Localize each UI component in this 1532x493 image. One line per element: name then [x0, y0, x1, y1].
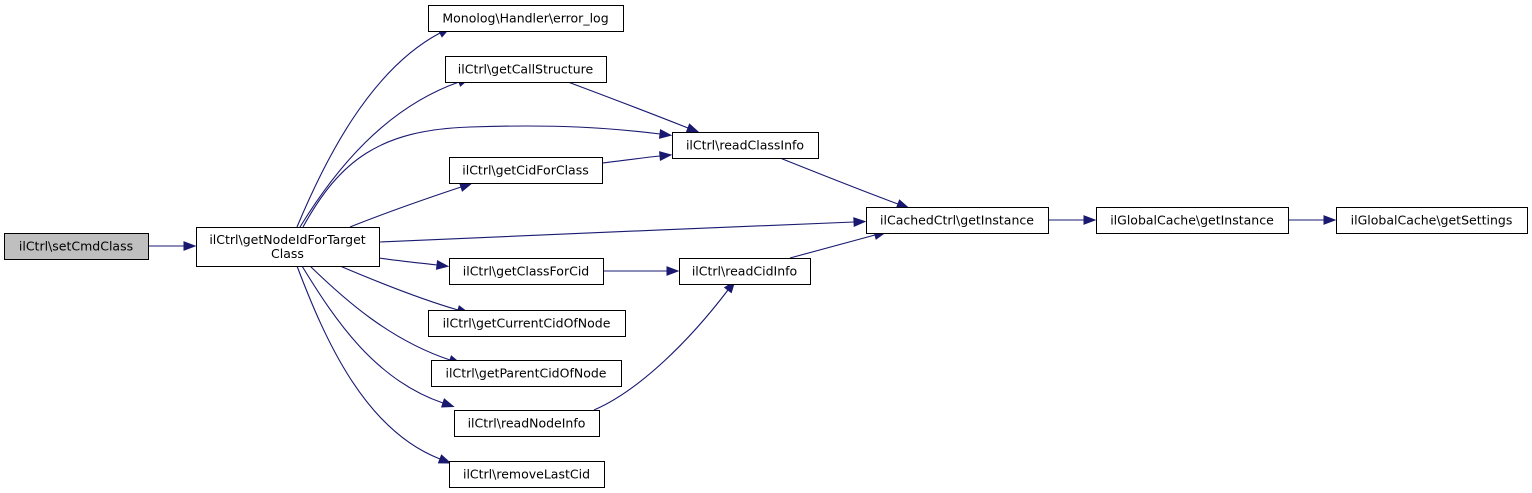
edge-getNodeIdForTargetClass-to-removeLastCid — [296, 265, 452, 464]
node-globalGetInstance[interactable]: ilGlobalCache\getInstance — [1096, 207, 1289, 234]
edge-getNodeIdForTargetClass-to-readClassInfo — [302, 125, 673, 228]
edge-line — [601, 155, 661, 164]
node-getClassForCid[interactable]: ilCtrl\getClassForCid — [449, 258, 604, 285]
arrowhead — [1323, 215, 1337, 225]
node-box — [431, 360, 622, 387]
arrowhead — [435, 260, 450, 270]
edge-setCmdClass-to-getNodeIdForTargetClass — [147, 241, 197, 251]
node-getCallStructure[interactable]: ilCtrl\getCallStructure — [445, 56, 607, 83]
edge-line — [296, 32, 441, 228]
node-error_log[interactable]: Monolog\Handler\error_log — [428, 5, 624, 32]
node-label: Monolog\Handler\error_log — [442, 11, 608, 26]
node-label: ilCtrl\getCurrentCidOfNode — [443, 316, 611, 331]
node-box — [454, 410, 600, 437]
node-readClassInfo[interactable]: ilCtrl\readClassInfo — [672, 132, 819, 159]
node-label: ilCtrl\setCmdClass — [19, 239, 133, 254]
edge-getNodeIdForTargetClass-to-getCallStructure — [299, 77, 471, 228]
arrowhead — [437, 454, 452, 464]
edge-line — [349, 186, 462, 228]
edge-readClassInfo-to-cachedGetInstance — [779, 157, 910, 209]
node-label: ilCtrl\getCidForClass — [462, 163, 588, 178]
edge-getNodeIdForTargetClass-to-getCidForClass — [349, 182, 473, 228]
node-box — [428, 5, 624, 32]
arrowhead — [666, 266, 680, 276]
edge-getCidForClass-to-readClassInfo — [601, 151, 673, 164]
edge-readCidInfo-to-cachedGetInstance — [789, 230, 887, 259]
node-readNodeInfo[interactable]: ilCtrl\readNodeInfo — [454, 410, 600, 437]
edge-getNodeIdForTargetClass-to-cachedGetInstance — [378, 217, 867, 243]
node-label: ilCtrl\readNodeInfo — [468, 416, 586, 431]
edge-line — [779, 157, 899, 205]
edge-readNodeInfo-to-readCidInfo — [593, 280, 736, 411]
node-label: ilCtrl\readCidInfo — [692, 264, 797, 279]
node-box — [4, 233, 149, 260]
node-getCidForClass[interactable]: ilCtrl\getCidForClass — [449, 157, 603, 184]
node-getSettings[interactable]: ilGlobalCache\getSettings — [1336, 207, 1528, 234]
arrowhead — [1083, 215, 1097, 225]
edge-cachedGetInstance-to-globalGetInstance — [1048, 215, 1097, 225]
edge-line — [378, 257, 438, 266]
node-box — [196, 227, 380, 267]
node-box — [679, 258, 811, 285]
edge-getNodeIdForTargetClass-to-readNodeInfo — [301, 265, 455, 408]
edge-line — [296, 265, 441, 460]
node-label: ilGlobalCache\getInstance — [1110, 213, 1274, 228]
node-box — [428, 310, 626, 337]
call-edges — [147, 27, 1337, 464]
node-box — [866, 207, 1049, 234]
edge-line — [378, 221, 855, 243]
edge-getCallStructure-to-readClassInfo — [567, 81, 700, 133]
edge-getClassForCid-to-readCidInfo — [602, 266, 680, 276]
node-box — [1336, 207, 1528, 234]
node-label: ilCtrl\getNodeIdForTarget — [209, 232, 365, 247]
node-getCurrentCidOfNode[interactable]: ilCtrl\getCurrentCidOfNode — [428, 310, 626, 337]
edge-line — [301, 265, 444, 404]
node-box — [449, 461, 605, 488]
node-box — [445, 56, 607, 83]
edge-line — [567, 81, 689, 129]
node-label: ilCtrl\removeLastCid — [463, 467, 590, 482]
node-label: ilCtrl\readClassInfo — [686, 138, 804, 153]
node-label: ilGlobalCache\getSettings — [1351, 213, 1513, 228]
node-getParentCidOfNode[interactable]: ilCtrl\getParentCidOfNode — [431, 360, 622, 387]
arrowhead — [183, 241, 197, 251]
node-label: ilCtrl\getClassForCid — [463, 264, 589, 279]
edge-globalGetInstance-to-getSettings — [1288, 215, 1337, 225]
call-nodes: ilCtrl\setCmdClass ilCtrl\getNodeIdForTar… — [4, 5, 1528, 488]
node-label: ilCtrl\getParentCidOfNode — [446, 366, 607, 381]
node-label: ilCachedCtrl\getInstance — [880, 213, 1034, 228]
arrowhead — [685, 123, 700, 133]
arrowhead — [659, 151, 673, 161]
edge-line — [302, 125, 661, 228]
edge-getNodeIdForTargetClass-to-getClassForCid — [378, 257, 450, 270]
edge-line — [593, 289, 729, 411]
node-cachedGetInstance[interactable]: ilCachedCtrl\getInstance — [866, 207, 1049, 234]
node-setCmdClass[interactable]: ilCtrl\setCmdClass — [4, 233, 149, 260]
arrowhead — [853, 217, 867, 227]
edge-line — [339, 265, 459, 311]
node-box — [449, 258, 604, 285]
node-readCidInfo[interactable]: ilCtrl\readCidInfo — [679, 258, 811, 285]
node-box — [449, 157, 603, 184]
edge-line — [309, 265, 451, 361]
node-removeLastCid[interactable]: ilCtrl\removeLastCid — [449, 461, 605, 488]
arrowhead — [895, 199, 910, 209]
node-box — [1096, 207, 1289, 234]
arrowhead — [658, 129, 673, 139]
edge-line — [299, 81, 460, 228]
node-label: Class — [271, 246, 304, 261]
node-box — [672, 132, 819, 159]
node-label: ilCtrl\getCallStructure — [458, 62, 594, 77]
arrowhead — [441, 398, 455, 408]
arrowhead — [459, 182, 473, 192]
edge-line — [789, 234, 876, 259]
